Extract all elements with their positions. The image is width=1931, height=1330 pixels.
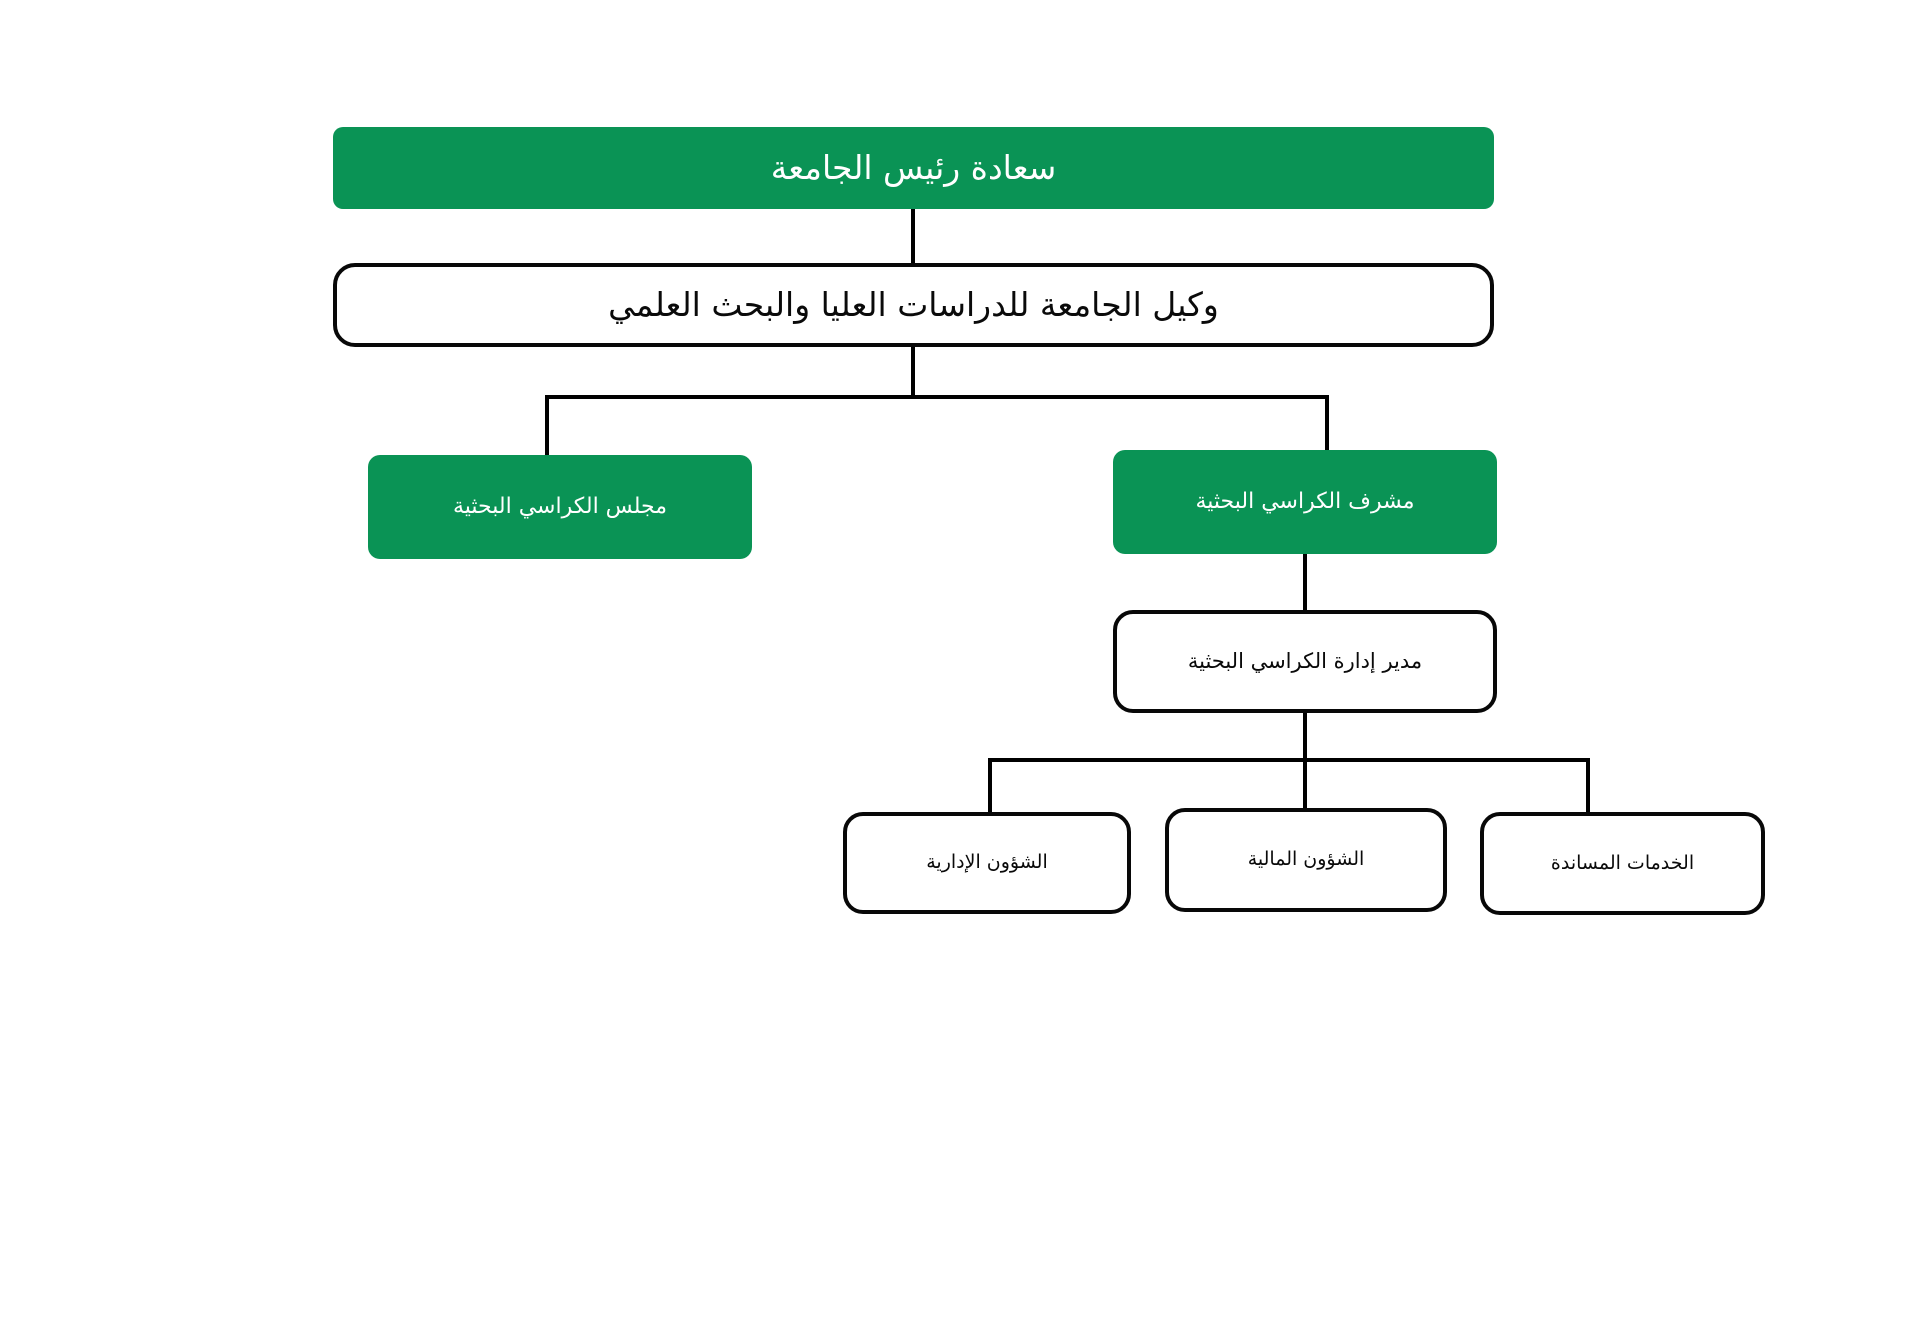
org-node-research-chairs-supervisor[interactable]: مشرف الكراسي البحثية: [1113, 450, 1497, 554]
org-node-administrative-affairs-label: الشؤون الإدارية: [926, 851, 1048, 874]
connector-vice-president-stem: [911, 345, 915, 397]
org-node-vice-president[interactable]: وكيل الجامعة للدراسات العليا والبحث العل…: [333, 263, 1494, 347]
connector-president-to-vice-president: [911, 208, 915, 265]
org-node-administrative-affairs[interactable]: الشؤون الإدارية: [843, 812, 1131, 914]
connector-bus-to-support-services: [1586, 758, 1590, 814]
connector-bus-to-supervisor: [1325, 395, 1329, 453]
connector-manager-bus: [988, 758, 1590, 762]
org-node-support-services[interactable]: الخدمات المساندة: [1480, 812, 1765, 915]
connector-vice-president-bus: [545, 395, 1329, 399]
connector-manager-stem: [1303, 713, 1307, 813]
connector-bus-to-admin-affairs: [988, 758, 992, 814]
org-node-research-chairs-council[interactable]: مجلس الكراسي البحثية: [368, 455, 752, 559]
org-node-research-chairs-manager[interactable]: مدير إدارة الكراسي البحثية: [1113, 610, 1497, 713]
org-node-president[interactable]: سعادة رئيس الجامعة: [333, 127, 1494, 209]
org-node-vice-president-label: وكيل الجامعة للدراسات العليا والبحث العل…: [608, 285, 1219, 325]
connector-bus-to-council: [545, 395, 549, 457]
org-node-financial-affairs-label: الشؤون المالية: [1247, 848, 1365, 871]
org-node-financial-affairs[interactable]: الشؤون المالية: [1165, 808, 1447, 912]
org-node-president-label: سعادة رئيس الجامعة: [770, 148, 1057, 188]
org-node-research-chairs-supervisor-label: مشرف الكراسي البحثية: [1195, 489, 1415, 515]
connector-supervisor-to-manager: [1303, 554, 1307, 612]
org-node-research-chairs-council-label: مجلس الكراسي البحثية: [452, 494, 668, 520]
org-node-support-services-label: الخدمات المساندة: [1550, 851, 1695, 874]
org-node-research-chairs-manager-label: مدير إدارة الكراسي البحثية: [1187, 649, 1423, 674]
